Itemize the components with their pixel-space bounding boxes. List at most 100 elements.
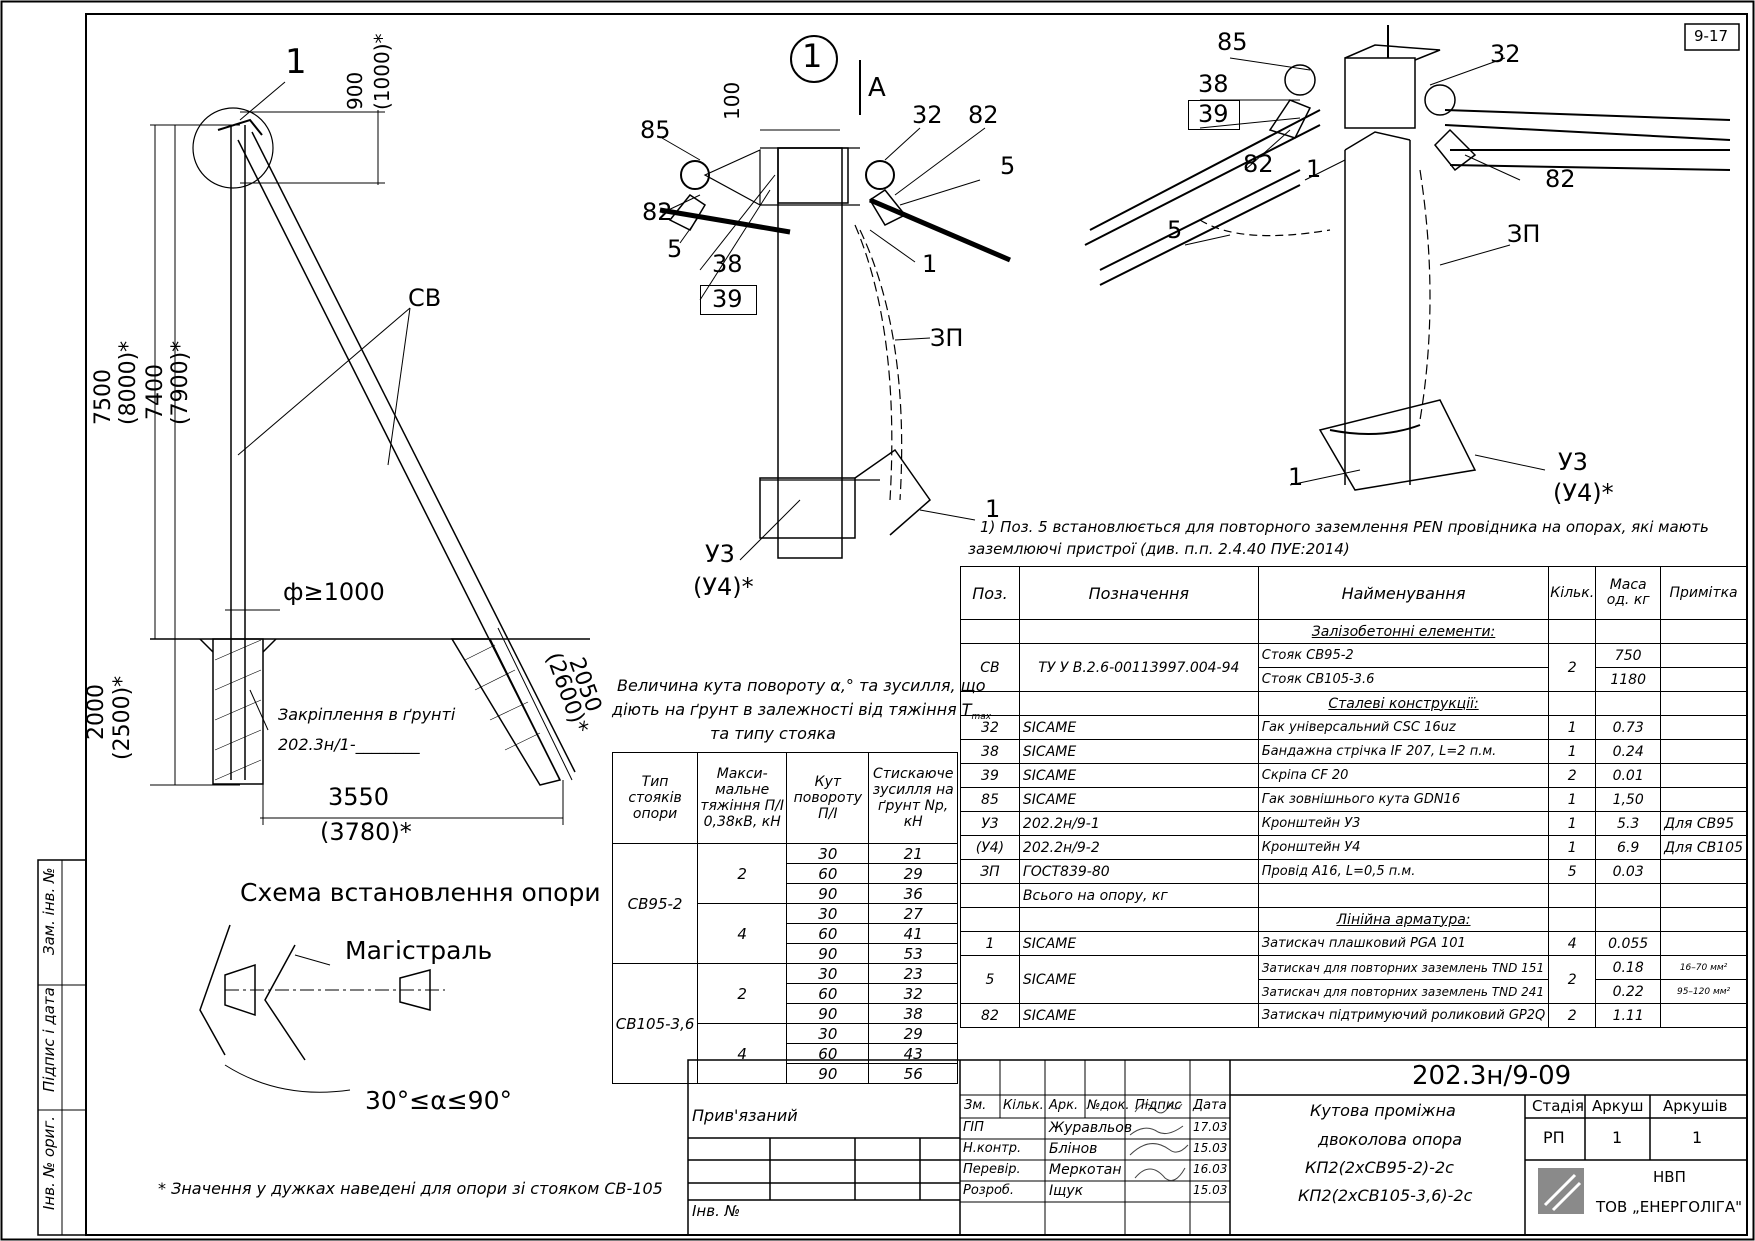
bom-pos: 32 [960,715,1020,740]
bom-qty: 2 [1548,763,1597,788]
role-perevir: Перевір. [963,1162,1021,1177]
pt-angle: 60 [786,1043,870,1064]
bom-mass: 0.055 [1595,931,1662,956]
pt-force: 41 [868,923,958,944]
dr-pos-82b: 82 [1545,165,1576,193]
dr-u3: У3 [1558,448,1588,476]
pt-angle: 60 [786,983,870,1004]
bom-name: Затискач для повторних заземлень TND 241 [1257,979,1550,1004]
title-line-1: Кутова проміжна [1310,1101,1456,1120]
dim-1000: (1000)* [370,33,394,110]
bom-head-code: Позначення [1018,566,1259,620]
dl-pos-5b: 5 [1000,152,1016,180]
tb-head-ark: Арк. [1049,1098,1079,1113]
dl-pos-1b: 1 [985,495,1001,523]
bom-section-steel: Сталеві конструкції: [1257,691,1550,716]
dim-3780: (3780)* [320,818,412,846]
bom-mass: 6.9 [1595,835,1662,860]
sheets-value: 1 [1692,1128,1703,1147]
bom-qty [1548,883,1597,908]
angle-label: 30°≤α≤90° [365,1086,512,1115]
footnote: * Значення у дужках наведені для опори з… [158,1179,663,1198]
bom-code: ГОСТ839-80 [1018,859,1259,884]
main-line-label: Магістраль [345,936,493,965]
title-line-3: КП2(2хСВ95-2)-2с [1305,1158,1454,1177]
pt-head-type: Тип стояків опори [611,752,699,844]
pt-angle: 90 [786,1003,870,1024]
dr-u4: (У4)* [1553,479,1614,507]
dim-diameter: ф≥1000 [283,578,385,606]
tb-head-dok: №док. [1087,1098,1130,1113]
detail-callout-circle [790,35,838,83]
date-perevir: 16.03 [1193,1162,1228,1176]
bom-mass [1595,883,1662,908]
bom-name [1257,883,1550,908]
pt-force: 43 [868,1043,958,1064]
bom-note: 16–70 мм² [1660,955,1747,980]
stage-value: РП [1543,1128,1565,1147]
bom-mass: 0.24 [1595,739,1662,764]
sheets-head: Аркушів [1663,1097,1728,1115]
bom-code: ТУ У В.2.6-00113997.004-94 [1018,643,1259,692]
scheme-title: Схема встановлення опори [240,878,601,907]
pt-head-force: Стискаюче зусилля на ґрунт Nр, кН [868,752,958,844]
pt-angle: 30 [786,1023,870,1044]
bom-qty: 1 [1548,715,1597,740]
bom-code: SICAME [1018,739,1259,764]
bom-mass: 1180 [1595,667,1662,692]
callout-detail: 1 [802,37,823,75]
dim-7500: 7500 [91,369,116,425]
side-repl-inv: Зам. інв. № [40,867,58,955]
bom-note [1660,763,1747,788]
bom-head-qty: Кільк. [1548,566,1597,620]
title-line-4: КП2(2хСВ105-3,6)-2с [1298,1186,1473,1205]
dl-pos-38: 38 [712,250,743,278]
bom-name: Затискач підтримуючий роликовий GP2Q [1257,1003,1550,1028]
bom-qty: 1 [1548,811,1597,836]
bom-section-concrete: Залізобетонні елементи: [1257,619,1550,644]
bom-code: SICAME [1018,763,1259,788]
side-inv-orig: Інв. № ориг. [40,1115,58,1210]
bom-name: Провід А16, L=0,5 п.м. [1257,859,1550,884]
bom-note [1660,931,1747,956]
pt-angle: 90 [786,1063,870,1084]
bom-head-note: Примітка [1660,566,1747,620]
bom-qty: 4 [1548,931,1597,956]
role-nkontr: Н.контр. [963,1141,1022,1156]
bom-qty: 5 [1548,859,1597,884]
bom-note: 95–120 мм² [1660,979,1747,1004]
title-line-2: двоколова опора [1318,1130,1463,1149]
bom-mass: 0.01 [1595,763,1662,788]
bom-note [1660,1003,1747,1028]
side-sign-date: Підпис і дата [40,987,58,1092]
bom-code: SICAME [1018,955,1259,1004]
dl-pos-32: 32 [912,101,943,129]
role-rozrob: Розроб. [963,1183,1015,1198]
dr-pos-39-box [1188,100,1240,130]
bom-mass: 0.22 [1595,979,1662,1004]
bom-qty: 1 [1548,739,1597,764]
bom-name: Кронштейн У3 [1257,811,1550,836]
pt-angle: 30 [786,963,870,984]
pt-angle: 30 [786,903,870,924]
dim-7400: 7400 [143,364,168,420]
bom-pos: У3 [960,811,1020,836]
dim-900: 900 [343,71,367,110]
name-perevir: Меркотан [1049,1162,1122,1178]
dim-8000: (8000)* [116,340,141,425]
pt-head-angle: Кут повороту П/І [786,752,870,844]
bom-name: Кронштейн У4 [1257,835,1550,860]
pt-force: 56 [868,1063,958,1084]
sheet-tag: 9-17 [1694,27,1729,45]
bom-note [1660,715,1747,740]
